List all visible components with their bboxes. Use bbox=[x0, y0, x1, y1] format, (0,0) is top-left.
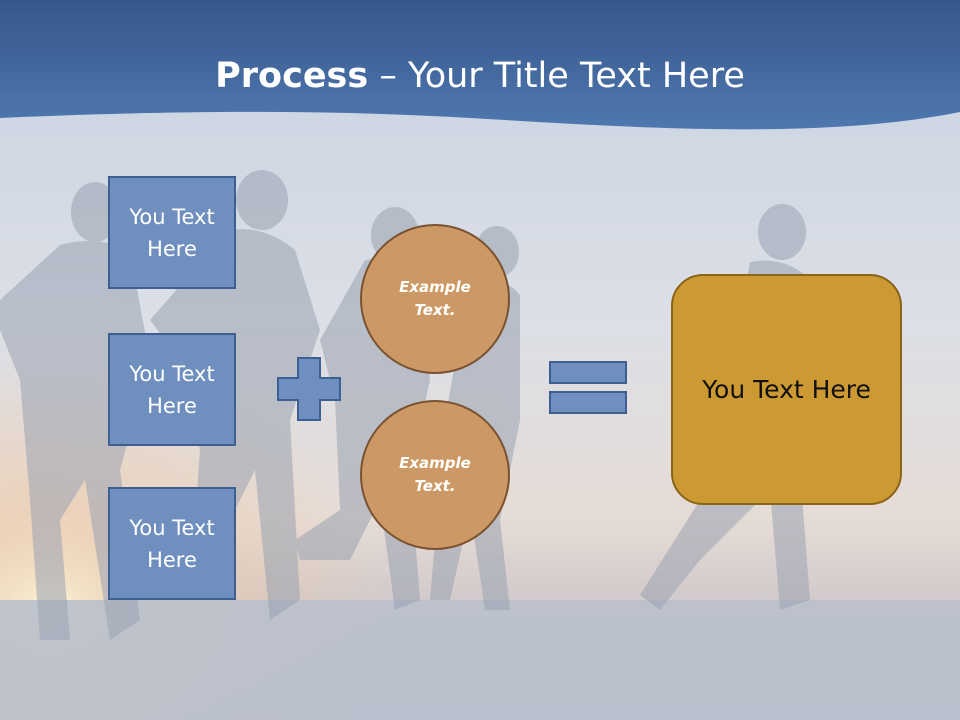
input-box-3[interactable]: You Text Here bbox=[108, 487, 236, 600]
result-box[interactable]: You Text Here bbox=[671, 274, 902, 505]
title-rest: – Your Title Text Here bbox=[368, 56, 745, 96]
input-box-2[interactable]: You Text Here bbox=[108, 333, 236, 446]
circle-label: Example Text. bbox=[399, 454, 471, 495]
result-label: You Text Here bbox=[702, 375, 871, 404]
title-bold: Process bbox=[215, 56, 369, 96]
input-box-label: You Text Here bbox=[129, 361, 215, 418]
input-box-label: You Text Here bbox=[129, 515, 215, 572]
slide-title: Process – Your Title Text Here bbox=[0, 54, 960, 98]
plus-icon bbox=[277, 357, 341, 421]
input-box-1[interactable]: You Text Here bbox=[108, 176, 236, 289]
equals-icon bbox=[549, 361, 627, 414]
example-circle-2[interactable]: Example Text. bbox=[360, 400, 510, 550]
input-box-label: You Text Here bbox=[129, 204, 215, 261]
circle-label: Example Text. bbox=[399, 278, 471, 319]
example-circle-1[interactable]: Example Text. bbox=[360, 224, 510, 374]
